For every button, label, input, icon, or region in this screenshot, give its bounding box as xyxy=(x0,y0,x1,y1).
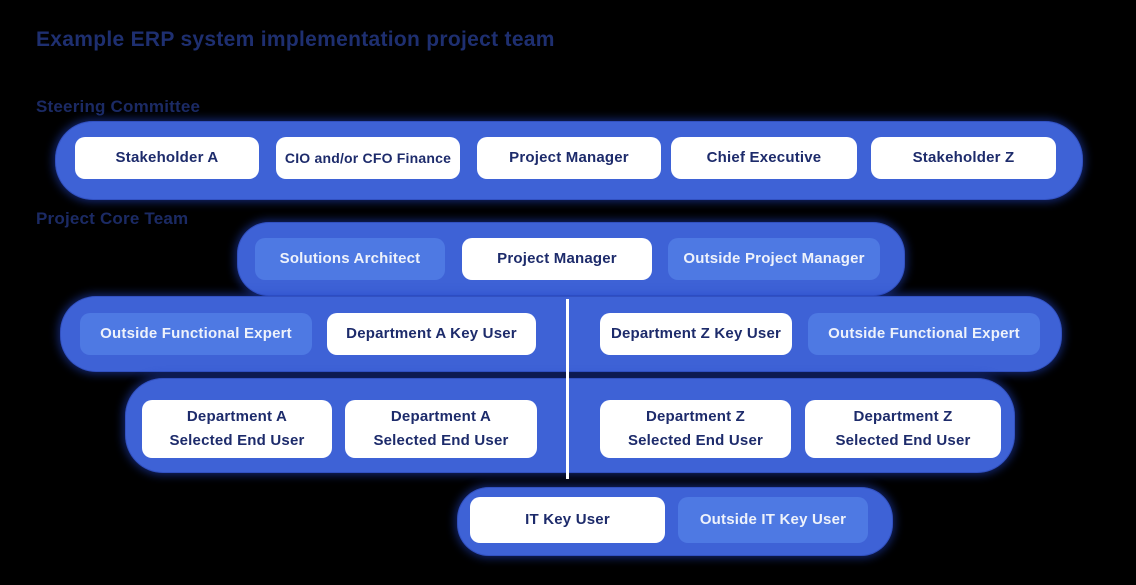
section-label-steering-committee: Steering Committee xyxy=(36,97,201,116)
chip-stakeholder-a: Stakeholder A xyxy=(75,137,259,179)
chip-department-z-key-user: Department Z Key User xyxy=(600,313,792,355)
chip-solutions-architect: Solutions Architect xyxy=(255,238,445,280)
chip-chief-executive: Chief Executive xyxy=(671,137,857,179)
chip-project-manager-core: Project Manager xyxy=(462,238,652,280)
chip-department-z-end-user-2: Department Z Selected End User xyxy=(805,400,1001,458)
chip-department-z-end-user-1: Department Z Selected End User xyxy=(600,400,791,458)
chip-department-a-end-user-1: Department A Selected End User xyxy=(142,400,332,458)
chip-project-manager-steering: Project Manager xyxy=(477,137,661,179)
page-title: Example ERP system implementation projec… xyxy=(36,28,555,51)
chip-department-a-end-user-2: Department A Selected End User xyxy=(345,400,537,458)
chip-outside-functional-expert-right: Outside Functional Expert xyxy=(808,313,1040,355)
chip-stakeholder-z: Stakeholder Z xyxy=(871,137,1056,179)
chip-outside-project-manager: Outside Project Manager xyxy=(668,238,880,280)
chip-cio-cfo-finance: CIO and/or CFO Finance xyxy=(276,137,460,179)
center-divider-line xyxy=(566,299,569,479)
chip-department-a-key-user: Department A Key User xyxy=(327,313,536,355)
chip-it-key-user: IT Key User xyxy=(470,497,665,543)
section-label-project-core-team: Project Core Team xyxy=(36,209,189,228)
chip-outside-functional-expert-left: Outside Functional Expert xyxy=(80,313,312,355)
chip-outside-it-key-user: Outside IT Key User xyxy=(678,497,868,543)
